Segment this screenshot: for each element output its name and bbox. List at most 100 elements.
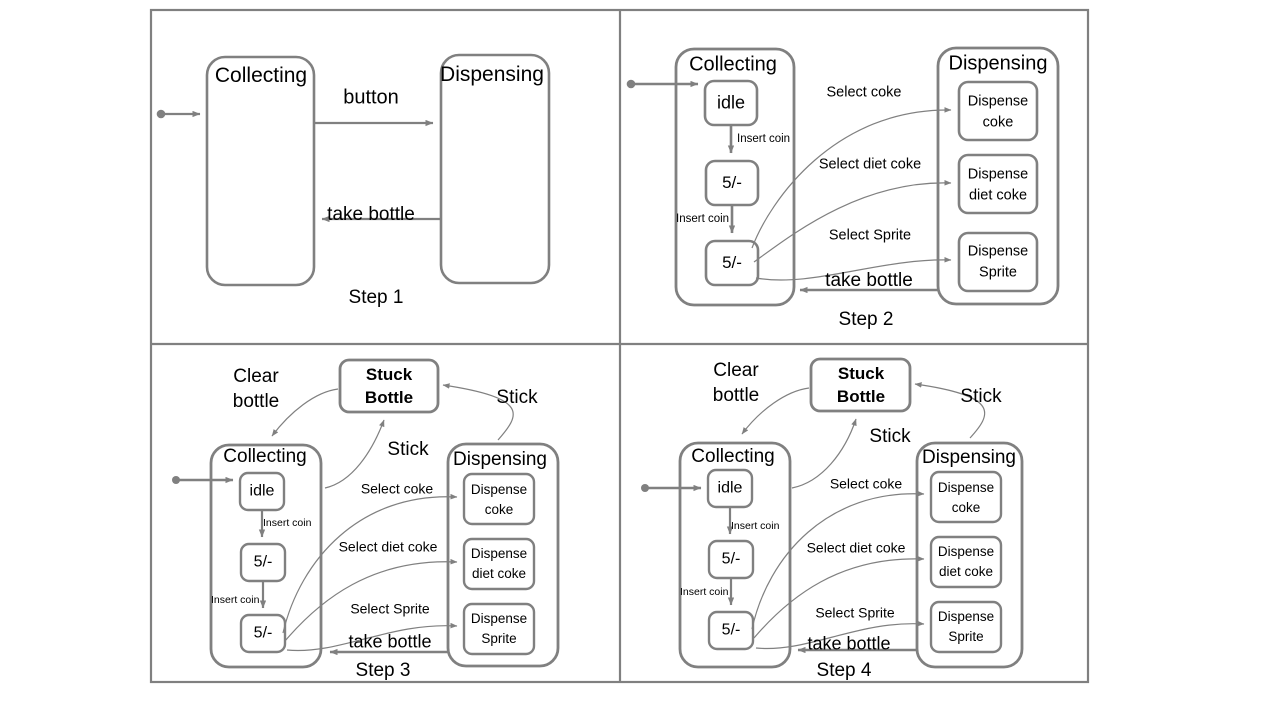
substate-label-dispense-coke-line2-s4: coke — [951, 499, 981, 515]
substate-label-dispense-coke-line1-s3: Dispense — [470, 481, 528, 497]
transition-stick-collecting-s4 — [791, 418, 857, 489]
substate-label-dispense-diet-line2-s4: diet coke — [938, 563, 994, 579]
transition-label-select-coke-s2: Select coke — [826, 84, 902, 101]
transition-label-select-diet-coke-s3: Select diet coke — [338, 538, 438, 555]
transition-label-select-sprite-s4: Select Sprite — [815, 604, 895, 621]
transition-clear-bottle-s4 — [741, 387, 810, 435]
transition-select-sprite-s4 — [755, 620, 925, 650]
transition-label-select-coke-s4: Select coke — [829, 475, 903, 492]
state-label-stuck-line1-s3: Stuck — [365, 365, 413, 385]
substate-label-dispense-coke-line1-s4: Dispense — [937, 479, 995, 495]
transition-label-stick-collecting-s3: Stick — [387, 439, 429, 461]
substate-label-dispense-diet-line2-s2: diet coke — [968, 187, 1028, 204]
initial-state-dot-s1 — [156, 109, 166, 119]
substate-label-coin-b-s3: 5/- — [253, 624, 273, 642]
transition-label-take-bottle-s1: take bottle — [327, 204, 415, 226]
transition-select-coke-s4 — [751, 490, 925, 630]
transition-select-sprite-s3 — [286, 622, 458, 652]
transition-select-sprite-s2 — [755, 257, 952, 281]
transition-stick-dispensing-s3 — [442, 383, 514, 441]
transition-label-stick-collecting-s4: Stick — [869, 426, 911, 448]
transition-clear-bottle-s3 — [271, 388, 339, 437]
state-collecting-s1 — [205, 55, 316, 287]
transition-label-clear-line2-s3: bottle — [232, 391, 280, 413]
substate-label-dispense-sprite-line1-s3: Dispense — [470, 610, 528, 626]
substate-label-dispense-coke-line2-s2: coke — [982, 114, 1014, 131]
substate-coin-a-s4 — [707, 539, 755, 580]
substate-label-dispense-sprite-line2-s4: Sprite — [948, 628, 984, 644]
substate-coin-b-s2 — [704, 239, 760, 287]
transition-label-clear-line2-s4: bottle — [712, 385, 760, 407]
state-label-collecting-s3: Collecting — [223, 446, 307, 468]
transition-label-stick-dispensing-s4: Stick — [960, 386, 1002, 408]
substate-label-idle-s2: idle — [716, 92, 746, 113]
substate-dispense-sprite-s3 — [462, 602, 536, 656]
state-label-collecting-s4: Collecting — [691, 446, 775, 468]
transition-label-insert-coin-2-s3: Insert coin — [211, 594, 260, 606]
transition-label-insert-coin-2-s2: Insert coin — [676, 213, 730, 225]
transition-label-insert-coin-2-s4: Insert coin — [680, 586, 729, 598]
transition-stick-collecting-s3 — [324, 419, 385, 489]
panel-caption-step3: Step 3 — [355, 660, 411, 682]
state-label-dispensing-s1: Dispensing — [440, 62, 544, 86]
substate-label-dispense-sprite-line2-s2: Sprite — [979, 264, 1017, 281]
step4-graph — [641, 357, 1024, 669]
substate-label-coin-a-s3: 5/- — [253, 553, 273, 571]
state-label-stuck-line2-s3: Bottle — [364, 388, 414, 408]
step1-graph — [156, 53, 551, 287]
state-label-dispensing-s3: Dispensing — [453, 449, 547, 471]
transition-select-diet-coke-s4 — [753, 555, 925, 639]
substate-dispense-diet-s2 — [957, 153, 1039, 215]
step3-graph — [172, 358, 560, 669]
substate-dispense-diet-s3 — [462, 537, 536, 591]
transition-label-stick-dispensing-s3: Stick — [496, 387, 538, 409]
initial-state-dot-s4 — [641, 484, 649, 492]
substate-label-dispense-diet-line2-s3: diet coke — [471, 565, 527, 581]
state-dispensing-s1 — [439, 53, 551, 285]
initial-state-dot-s2 — [626, 79, 636, 89]
substate-coin-a-s3 — [239, 542, 287, 583]
substate-label-coin-a-s2: 5/- — [722, 173, 742, 193]
transition-label-select-sprite-s2: Select Sprite — [828, 227, 912, 244]
state-label-stuck-line1-s4: Stuck — [837, 364, 885, 384]
transition-label-button-s1: button — [343, 86, 399, 109]
transition-label-select-sprite-s3: Select Sprite — [350, 600, 430, 617]
state-label-collecting-s2: Collecting — [689, 53, 777, 76]
transition-label-clear-line1-s4: Clear — [713, 360, 759, 382]
transition-stick-dispensing-s4 — [914, 382, 986, 439]
substate-idle-s4 — [706, 468, 754, 509]
substate-label-dispense-diet-line1-s4: Dispense — [937, 543, 995, 559]
substate-label-dispense-sprite-line1-s2: Dispense — [967, 243, 1029, 260]
substate-label-coin-a-s4: 5/- — [721, 550, 741, 568]
substate-coin-b-s3 — [239, 613, 287, 654]
transition-label-select-coke-s3: Select coke — [360, 480, 434, 497]
transition-select-diet-coke-s3 — [284, 558, 458, 642]
substate-idle-s3 — [238, 471, 286, 512]
transition-label-insert-coin-1-s4: Insert coin — [731, 520, 780, 532]
substate-coin-b-s4 — [707, 610, 755, 651]
substate-dispense-sprite-s2 — [957, 231, 1039, 293]
transition-select-diet-coke-s2 — [753, 179, 952, 263]
substate-label-dispense-diet-line1-s3: Dispense — [470, 545, 528, 561]
transition-label-take-bottle-s3: take bottle — [348, 631, 432, 652]
panel-caption-step1: Step 1 — [348, 287, 404, 309]
state-stuck-bottle-s3 — [338, 358, 440, 414]
panel-caption-step2: Step 2 — [838, 309, 894, 331]
state-stuck-bottle-s4 — [809, 357, 912, 413]
state-label-dispensing-s4: Dispensing — [922, 447, 1016, 469]
panel-caption-step4: Step 4 — [816, 660, 872, 682]
panel-frame — [149, 8, 1090, 684]
substate-dispense-coke-s2 — [957, 80, 1039, 142]
substate-label-coin-b-s2: 5/- — [722, 253, 742, 273]
transition-label-select-diet-coke-s4: Select diet coke — [806, 539, 906, 556]
transition-label-take-bottle-s2: take bottle — [825, 270, 913, 292]
substate-dispense-sprite-s4 — [929, 600, 1003, 654]
transition-select-coke-s3 — [282, 493, 458, 634]
substate-label-dispense-diet-line1-s2: Dispense — [967, 166, 1029, 183]
substate-label-dispense-sprite-line1-s4: Dispense — [937, 608, 995, 624]
substate-dispense-coke-s3 — [462, 472, 536, 526]
substate-label-idle-s3: idle — [249, 482, 275, 500]
transition-label-clear-line1-s3: Clear — [233, 366, 279, 388]
substate-label-coin-b-s4: 5/- — [721, 621, 741, 639]
